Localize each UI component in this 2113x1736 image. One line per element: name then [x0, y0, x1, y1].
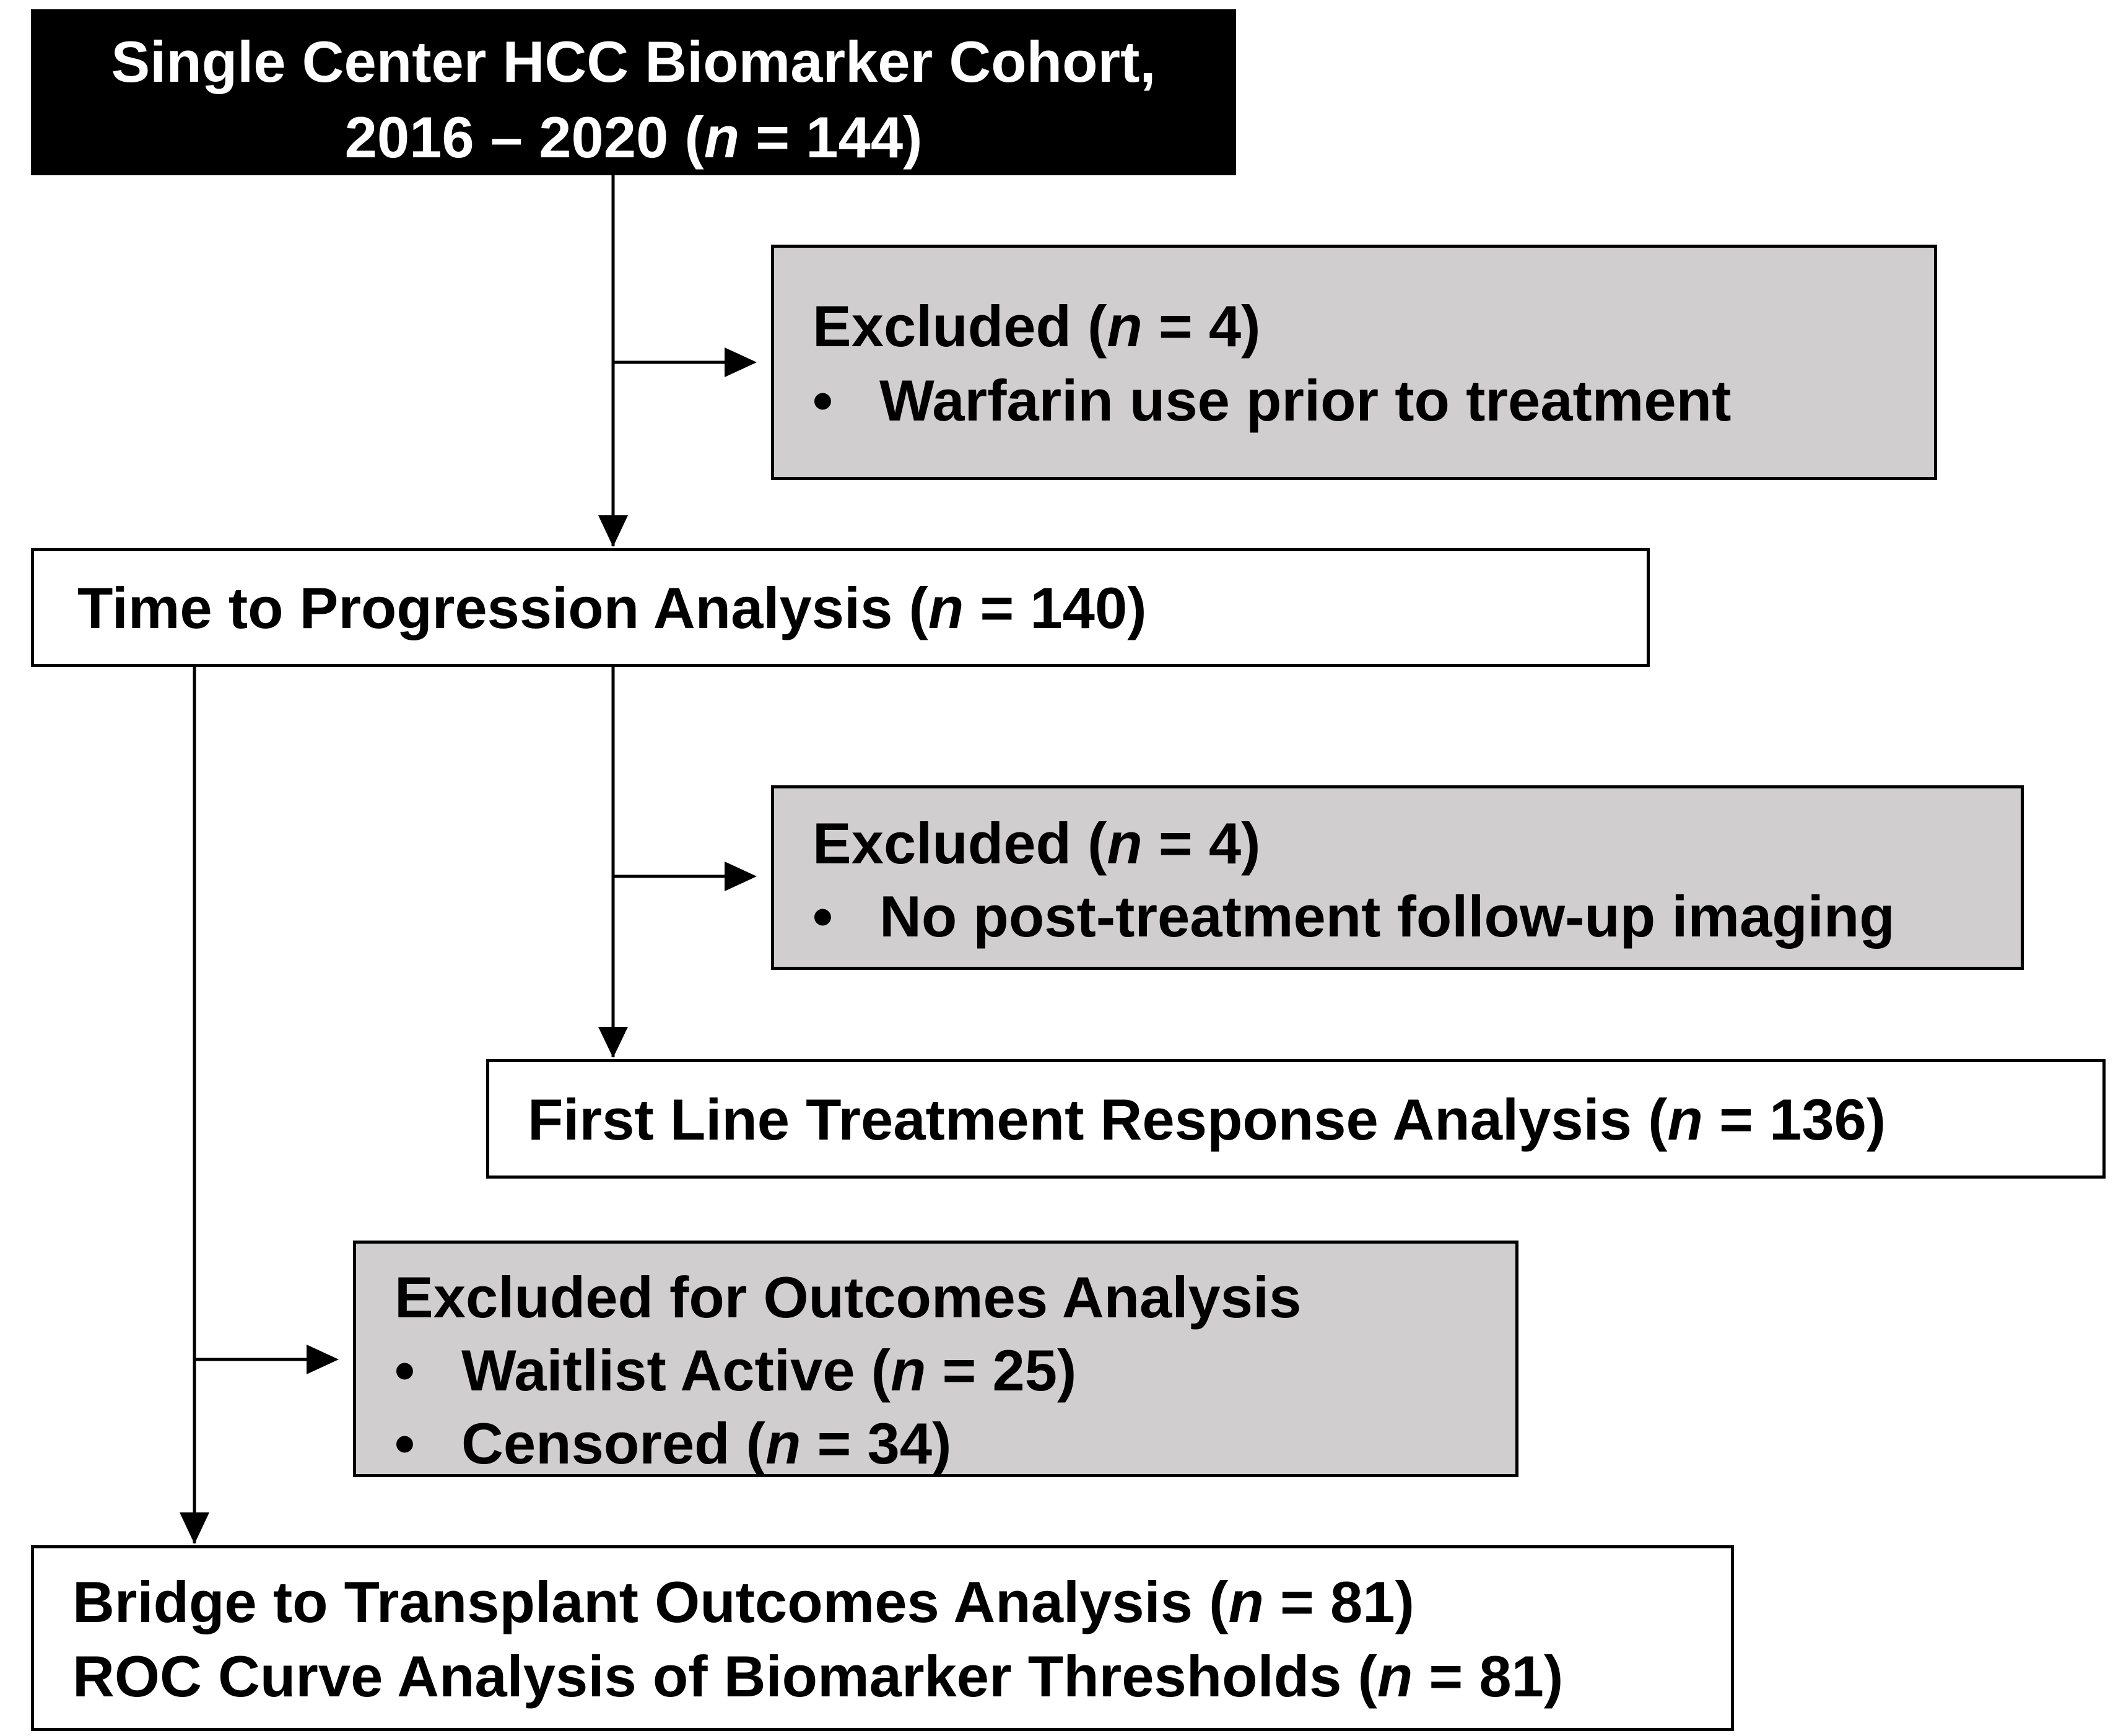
excluded-outcomes-n-symbol: n — [890, 1338, 926, 1403]
cohort-line-1: Single Center HCC Biomarker Cohort, — [111, 29, 1156, 94]
cohort-n-symbol: n — [704, 105, 740, 170]
cohort-line-2-suffix: = 144) — [739, 105, 923, 170]
bridge-line-2-n-symbol: n — [1377, 1644, 1413, 1709]
bridge-box: Bridge to Transplant Outcomes Analysis (… — [31, 1545, 1734, 1731]
bridge-line-2-suffix: = 81) — [1413, 1644, 1564, 1709]
excluded-outcomes-item-prefix: Waitlist Active ( — [461, 1338, 891, 1403]
excluded-warfarin-item-text: Warfarin use prior to treatment — [879, 368, 1732, 433]
arrowhead-excluded-imaging — [725, 861, 757, 891]
arrowhead-bridge — [180, 1512, 209, 1544]
excluded-imaging-title-suffix: = 4) — [1142, 811, 1261, 876]
first-line-box: First Line Treatment Response Analysis (… — [486, 1059, 2106, 1179]
bridge-line-1-n-symbol: n — [1228, 1569, 1264, 1634]
bridge-line-1-prefix: Bridge to Transplant Outcomes Analysis ( — [72, 1569, 1229, 1634]
arrowhead-excluded-outcomes — [307, 1345, 339, 1374]
excluded-imaging-title: Excluded (n = 4) — [813, 814, 1260, 873]
excluded-outcomes-box: Excluded for Outcomes Analysis • Waitlist… — [353, 1241, 1518, 1477]
ttp-n-symbol: n — [928, 575, 964, 640]
bridge-line-1-suffix: = 81) — [1263, 1569, 1414, 1634]
excluded-warfarin-item: •Warfarin use prior to treatment — [813, 372, 1731, 430]
bridge-line-2: ROC Curve Analysis of Biomarker Threshol… — [72, 1647, 1563, 1706]
excluded-imaging-title-prefix: Excluded ( — [813, 811, 1107, 876]
arrowhead-first-line — [598, 1027, 628, 1058]
excluded-imaging-item: •No post-treatment follow-up imaging — [813, 888, 1895, 946]
first-line-n-symbol: n — [1667, 1087, 1703, 1152]
excluded-imaging-box: Excluded (n = 4) •No post-treatment foll… — [771, 785, 2024, 970]
excluded-outcomes-title: Excluded for Outcomes Analysis — [394, 1265, 1302, 1330]
bullet-icon: • — [813, 368, 833, 433]
ttp-text-suffix: = 140) — [964, 575, 1147, 640]
bullet-icon: • — [394, 1411, 415, 1476]
excluded-warfarin-title-suffix: = 4) — [1142, 294, 1261, 359]
ttp-text-prefix: Time to Progression Analysis ( — [77, 575, 928, 640]
excluded-outcomes-item: • Waitlist Active (n = 25) — [394, 1341, 1076, 1400]
excluded-outcomes-n-symbol: n — [765, 1411, 801, 1476]
bullet-icon: • — [394, 1338, 415, 1403]
ttp-box: Time to Progression Analysis (n = 140) — [31, 548, 1650, 667]
arrowhead-ttp — [598, 515, 628, 547]
first-line-text-prefix: First Line Treatment Response Analysis ( — [528, 1087, 1668, 1152]
cohort-line-2: 2016 – 2020 (n = 144) — [31, 108, 1236, 167]
arrowhead-excluded-warfarin — [725, 347, 757, 377]
excluded-outcomes-item-prefix: Censored ( — [461, 1411, 765, 1476]
bridge-line-2-prefix: ROC Curve Analysis of Biomarker Threshol… — [72, 1644, 1377, 1709]
excluded-imaging-n-symbol: n — [1107, 811, 1143, 876]
bridge-line-1: Bridge to Transplant Outcomes Analysis (… — [72, 1573, 1414, 1631]
excluded-outcomes-item: •Censored (n = 34) — [394, 1415, 951, 1473]
excluded-imaging-item-text: No post-treatment follow-up imaging — [879, 884, 1895, 949]
cohort-line-2-prefix: 2016 – 2020 ( — [344, 105, 704, 170]
cohort-box: Single Center HCC Biomarker Cohort, 2016… — [31, 9, 1236, 175]
excluded-warfarin-box: Excluded (n = 4) •Warfarin use prior to … — [771, 245, 1937, 480]
excluded-outcomes-item-suffix: = 34) — [801, 1411, 952, 1476]
excluded-warfarin-n-symbol: n — [1107, 294, 1143, 359]
bullet-icon: • — [813, 884, 833, 949]
excluded-outcomes-item-suffix: = 25) — [926, 1338, 1077, 1403]
first-line-text: First Line Treatment Response Analysis (… — [528, 1091, 1886, 1149]
excluded-warfarin-title-prefix: Excluded ( — [813, 294, 1107, 359]
excluded-warfarin-title: Excluded (n = 4) — [813, 297, 1260, 355]
first-line-text-suffix: = 136) — [1702, 1087, 1886, 1152]
ttp-text: Time to Progression Analysis (n = 140) — [77, 579, 1147, 637]
